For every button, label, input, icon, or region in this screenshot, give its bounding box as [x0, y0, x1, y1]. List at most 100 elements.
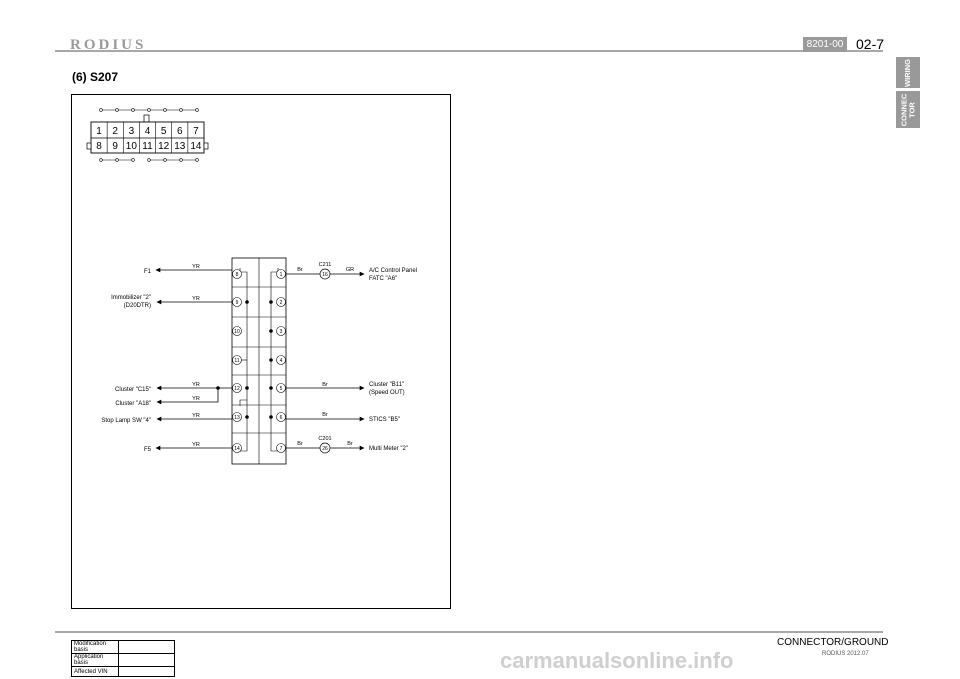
- side-tab-connector-label: CONNEC TOR: [899, 93, 917, 126]
- wire-color: YR: [192, 382, 200, 388]
- face-pin-label: 5: [161, 126, 167, 137]
- wire-color-2: Br: [347, 441, 353, 447]
- revision-value: [118, 666, 175, 677]
- pin-circle-icon: [232, 443, 242, 453]
- circuit-label: Multi Meter "2": [369, 446, 408, 452]
- right-circuit-cluster-b11: Br Cluster "B11" (Speed OUT): [286, 382, 405, 396]
- face-pin-label: 6: [177, 126, 183, 137]
- section-title: (6) S207: [72, 70, 119, 84]
- pin-circle-icon: [232, 412, 242, 422]
- pin-circle-icon: [232, 297, 242, 307]
- left-circuit-cluster-a18: Cluster "A18" YR: [115, 388, 219, 407]
- pin-number: 8: [236, 272, 239, 278]
- left-circuit-stop-lamp: Stop Lamp SW "4" YR: [101, 413, 232, 424]
- side-tab-wiring[interactable]: WIRING: [896, 57, 920, 88]
- pin-circle-icon: [276, 297, 286, 307]
- face-pin-label: 12: [158, 141, 170, 152]
- right-circuit-ac-control: 16 C211 Br GR A/C Control Panel FATC "A6…: [286, 262, 417, 282]
- footer-title: CONNECTOR/GROUND: [777, 637, 889, 648]
- inline-connector-name: C211: [319, 262, 332, 268]
- face-pin-label: 13: [174, 141, 186, 152]
- pin-number: 11: [234, 358, 239, 364]
- revision-value: [118, 640, 175, 654]
- side-tab-connector[interactable]: CONNEC TOR: [896, 91, 920, 128]
- face-pin-label: 8: [96, 141, 102, 152]
- circuit-label: Cluster "A18": [115, 401, 151, 407]
- wire-color: YR: [192, 296, 200, 302]
- right-circuit-stics: Br STICS "B5": [286, 412, 400, 423]
- inline-connector-icon: [319, 442, 331, 454]
- pin-number: 2: [280, 300, 283, 306]
- pin-circle-icon: [232, 326, 242, 336]
- pin-number: 10: [234, 329, 240, 335]
- face-pin-label: 4: [145, 126, 151, 137]
- section-code-badge: 8201-00: [803, 37, 847, 52]
- pin-circle-icon: [276, 269, 286, 279]
- footer-rule: [55, 631, 883, 633]
- wire-color: YR: [192, 442, 200, 448]
- pin-circle-icon: [276, 326, 286, 336]
- circuit-label: Cluster "C15": [115, 387, 151, 393]
- revision-value: [118, 653, 175, 667]
- pin-number: 9: [236, 300, 239, 306]
- pin-number: 6: [280, 415, 283, 421]
- wire-color: YR: [192, 264, 200, 270]
- left-circuit-immobilizer: Immobilizer "2" (D20DTR) YR: [111, 295, 232, 309]
- brand-logo: RODIUS: [70, 37, 147, 53]
- circuit-label: Cluster "B11": [369, 382, 404, 388]
- circuit-label: Immobilizer "2": [111, 295, 151, 301]
- pin-circle-icon: [276, 412, 286, 422]
- wire-color: Br: [297, 441, 303, 447]
- left-circuit-f1: F1 YR: [144, 264, 232, 275]
- inline-pin: 16: [322, 272, 328, 278]
- wire-color: Br: [322, 382, 328, 388]
- pin-number: 13: [234, 415, 240, 421]
- pin-circle-icon: [276, 355, 286, 365]
- circuit-label-2: (Speed OUT): [369, 390, 405, 396]
- connector-key-left-icon: [86, 142, 92, 150]
- face-pin-label: 10: [126, 141, 138, 152]
- revision-table: Modification basis Application basis Aff…: [71, 640, 175, 677]
- diagram-frame: [71, 94, 451, 609]
- circuit-label: F1: [144, 269, 152, 275]
- pin-number: 4: [280, 358, 283, 364]
- circuit-label: STICS "B5": [369, 417, 400, 423]
- revision-label: Application basis: [71, 653, 119, 667]
- circuit-label-2: FATC "A6": [369, 276, 397, 282]
- revision-label: Affected VIN: [71, 666, 119, 677]
- wire-color: Br: [297, 267, 303, 273]
- revision-label: Modification basis: [71, 640, 119, 654]
- pin-circle-icon: [276, 443, 286, 453]
- footer-subtitle: RODIUS 2012.07: [822, 651, 869, 657]
- face-pin-label: 9: [112, 141, 118, 152]
- watermark: carmanualsonline.info: [500, 648, 734, 673]
- wire-color: YR: [192, 413, 200, 419]
- pin-number: 5: [280, 386, 283, 392]
- face-pin-label: 3: [129, 126, 135, 137]
- face-pin-label: 7: [193, 126, 199, 137]
- side-tab-wiring-label: WIRING: [903, 58, 913, 87]
- circuit-label: F5: [144, 447, 152, 453]
- face-pin-label: 14: [190, 141, 202, 152]
- connector-latch-bottom-icon: [99, 158, 199, 162]
- pin-number: 3: [280, 329, 283, 335]
- page-number: 02-7: [856, 36, 885, 52]
- pin-circle-icon: [232, 383, 242, 393]
- circuit-label: A/C Control Panel: [369, 268, 417, 274]
- pin-circle-icon: [232, 269, 242, 279]
- face-pin-label: 1: [96, 126, 102, 137]
- inline-connector-icon: [319, 268, 331, 280]
- face-pin-label: 11: [142, 141, 153, 152]
- wire-color: Br: [322, 412, 328, 418]
- revision-row: Modification basis: [71, 640, 175, 654]
- pin-number: 1: [280, 272, 283, 278]
- inline-pin: 26: [322, 446, 328, 452]
- pin-number: 14: [234, 446, 240, 452]
- revision-row: Application basis: [71, 653, 175, 667]
